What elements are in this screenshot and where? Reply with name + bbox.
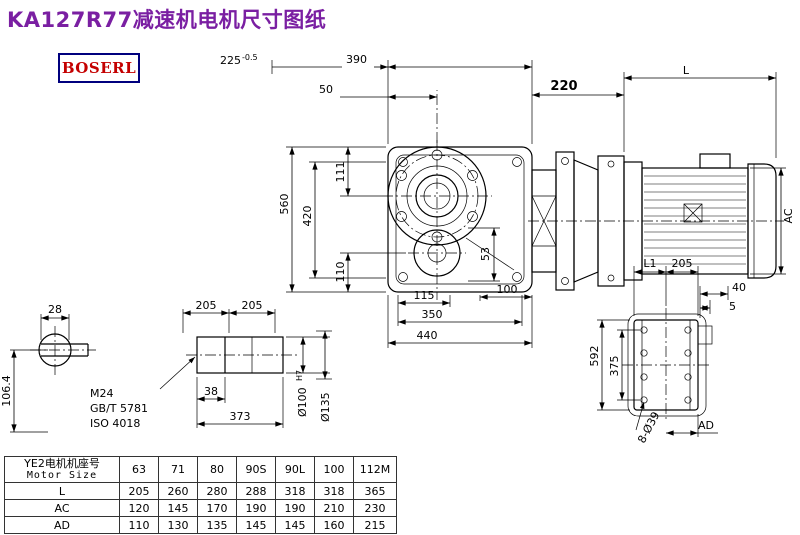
dim-560-label: 560 <box>278 194 291 215</box>
dim-AC-label: AC <box>782 208 795 223</box>
dim-40-label: 40 <box>732 281 746 294</box>
value-cell: 215 <box>353 516 397 534</box>
value-cell: 230 <box>353 499 397 517</box>
size-col-header: 112M <box>353 456 397 483</box>
dim-205b-label: 205 <box>242 299 263 312</box>
size-col-header: 80 <box>197 456 237 483</box>
gearbox-front-view <box>382 140 533 300</box>
value-cell: 365 <box>353 482 397 500</box>
left-dimensions: 111 560 420 110 <box>278 146 406 293</box>
dim-225-tolerance: -0.5 <box>242 53 258 62</box>
row-label: AC <box>4 499 120 517</box>
table-row-AC: AC 120 145 170 190 190 210 230 <box>4 499 397 517</box>
dim-holes-label: 8-Ø39 <box>635 410 662 446</box>
conduit-tab <box>697 325 713 345</box>
dim-28-label: 28 <box>48 303 62 316</box>
value-cell: 110 <box>119 516 159 534</box>
value-cell: 190 <box>275 499 315 517</box>
size-col-header: 100 <box>314 456 354 483</box>
dim-L-label: L <box>683 64 690 77</box>
row-label: L <box>4 482 120 500</box>
dim-220-label: 220 <box>550 79 577 94</box>
dim-111-label: 111 <box>334 162 347 183</box>
size-col-header: 63 <box>119 456 159 483</box>
motor-size-header-cell: YE2电机机座号 Motor Size <box>4 456 120 483</box>
value-cell: 170 <box>197 499 237 517</box>
dim-53-label: 53 <box>479 247 492 261</box>
hollow-shaft-detail-view: 205 205 38 373 M24 GB/T 5781 ISO 4018 Ø1… <box>90 299 332 430</box>
dim-110-label: 110 <box>334 262 347 283</box>
dim-225-label: 225 <box>220 54 241 67</box>
page-title: KA127R77减速机电机尺寸图纸 <box>7 8 327 32</box>
size-col-header: 71 <box>158 456 198 483</box>
dim-205a-label: 205 <box>196 299 217 312</box>
value-cell: 288 <box>236 482 276 500</box>
dim-373-label: 373 <box>230 410 251 423</box>
dim-50-label: 50 <box>319 83 333 96</box>
motor-nameplate <box>683 203 703 223</box>
dim-106-4-label: 106.4 <box>0 375 13 407</box>
table-row-L: L 205 260 280 288 318 318 365 <box>4 482 397 500</box>
motor-size-header-en: Motor Size <box>26 470 98 481</box>
gearbox-housing-outline <box>387 146 533 293</box>
value-cell: 205 <box>119 482 159 500</box>
value-cell: 190 <box>236 499 276 517</box>
dim-bore-fit-label: H7 <box>295 370 304 381</box>
dim-420-label: 420 <box>301 206 314 227</box>
value-cell: 280 <box>197 482 237 500</box>
brand-logo: BOSERL <box>58 53 140 83</box>
motor-rear-view: L1 205 40 5 592 375 8-Ø39 AD <box>588 257 746 445</box>
size-col-header: 90L <box>275 456 315 483</box>
value-cell: 318 <box>314 482 354 500</box>
dim-205c-label: 205 <box>672 257 693 270</box>
value-cell: 260 <box>158 482 198 500</box>
top-dimensions: 225 -0.5 390 50 220 L <box>220 53 777 158</box>
dim-AD-label: AD <box>698 419 714 432</box>
dim-135-label: Ø135 <box>319 392 332 422</box>
value-cell: 318 <box>275 482 315 500</box>
dim-100-label: 100 <box>497 283 518 296</box>
standard-iso-label: ISO 4018 <box>90 417 140 430</box>
dim-L1-label: L1 <box>643 257 656 270</box>
fan-cover <box>747 163 777 279</box>
thread-spec-label: M24 <box>90 387 114 400</box>
value-cell: 145 <box>275 516 315 534</box>
size-col-header: 90S <box>236 456 276 483</box>
shaft-section-view: 28 106.4 <box>0 303 96 433</box>
dim-440-label: 440 <box>417 329 438 342</box>
dim-592-label: 592 <box>588 346 601 367</box>
dim-115-label: 115 <box>414 289 435 302</box>
dim-390-label: 390 <box>346 53 367 66</box>
terminal-box <box>699 153 731 169</box>
table-header-row: YE2电机机座号 Motor Size 63 71 80 90S 90L 100… <box>4 456 397 483</box>
value-cell: 130 <box>158 516 198 534</box>
dim-375-label: 375 <box>608 356 621 377</box>
main-view-dimensions: 53 115 100 350 440 AC <box>387 167 795 348</box>
motor-size-header-cn: YE2电机机座号 <box>24 457 100 471</box>
table-row-AD: AD 110 130 135 145 145 160 215 <box>4 516 397 534</box>
dim-bore-label: Ø100 <box>296 387 309 417</box>
brand-logo-text: BOSERL <box>61 59 137 77</box>
value-cell: 145 <box>158 499 198 517</box>
dim-38-label: 38 <box>204 385 218 398</box>
dim-350-label: 350 <box>422 308 443 321</box>
value-cell: 210 <box>314 499 354 517</box>
motor-dimension-table: YE2电机机座号 Motor Size 63 71 80 90S 90L 100… <box>4 456 397 534</box>
row-label: AD <box>4 516 120 534</box>
value-cell: 145 <box>236 516 276 534</box>
standard-gb-label: GB/T 5781 <box>90 402 148 415</box>
value-cell: 160 <box>314 516 354 534</box>
dim-5-label: 5 <box>729 300 736 313</box>
value-cell: 135 <box>197 516 237 534</box>
value-cell: 120 <box>119 499 159 517</box>
